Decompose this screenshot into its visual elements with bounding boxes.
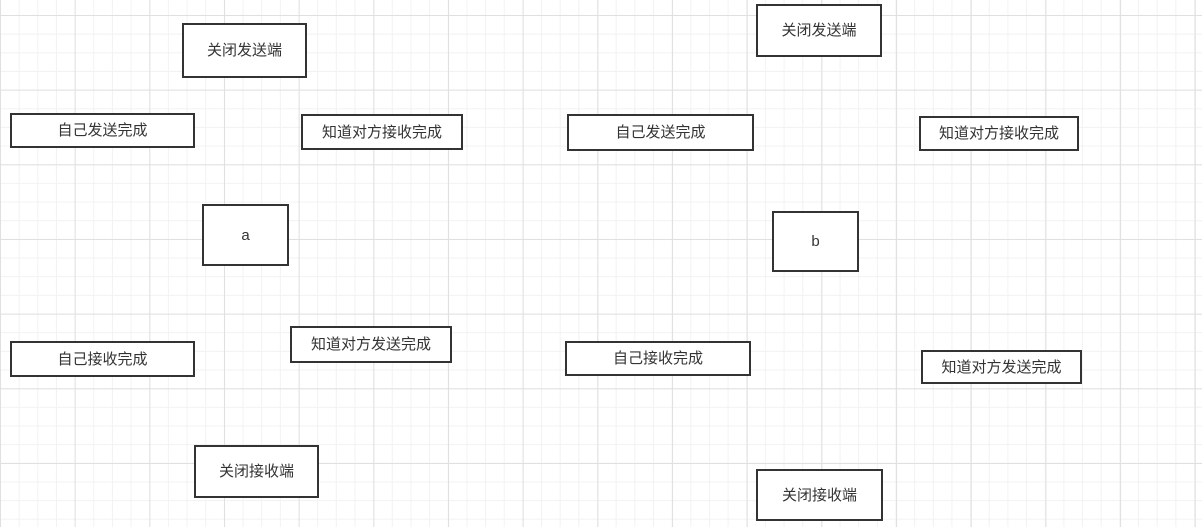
node-label: 关闭发送端 [781,22,857,39]
diagram-node-close-receiver-a[interactable]: 关闭接收端 [194,445,319,498]
node-label: 自己接收完成 [57,350,148,368]
node-label: 知道对方发送完成 [941,358,1062,376]
node-label: 自己接收完成 [612,350,703,367]
node-label: b [811,233,820,250]
node-label: 自己发送完成 [615,124,706,141]
diagram-node-close-sender-a[interactable]: 关闭发送端 [182,23,307,78]
diagram-node-close-sender-b[interactable]: 关闭发送端 [756,4,882,57]
diagram-node-know-peer-send-done-b[interactable]: 知道对方发送完成 [921,350,1082,384]
diagram-node-state-b[interactable]: b [772,211,859,272]
node-label: a [241,226,250,244]
node-label: 关闭发送端 [206,42,282,59]
node-label: 自己发送完成 [57,122,148,139]
diagram-node-send-done-a[interactable]: 自己发送完成 [10,113,195,148]
node-label: 知道对方接收完成 [938,125,1059,142]
diagram-node-close-receiver-b[interactable]: 关闭接收端 [756,469,883,521]
node-label: 知道对方发送完成 [310,336,431,353]
diagram-node-know-peer-recv-done-a[interactable]: 知道对方接收完成 [301,114,463,150]
diagram-node-state-a[interactable]: a [202,204,289,266]
diagram-node-recv-done-b[interactable]: 自己接收完成 [565,341,751,376]
node-label: 关闭接收端 [781,486,857,504]
diagram-node-send-done-b[interactable]: 自己发送完成 [567,114,754,151]
diagram-node-recv-done-a[interactable]: 自己接收完成 [10,341,195,377]
node-label: 关闭接收端 [218,463,294,480]
diagram-node-know-peer-send-done-a[interactable]: 知道对方发送完成 [290,326,452,363]
diagram-node-know-peer-recv-done-b[interactable]: 知道对方接收完成 [919,116,1079,151]
node-label: 知道对方接收完成 [321,123,442,141]
